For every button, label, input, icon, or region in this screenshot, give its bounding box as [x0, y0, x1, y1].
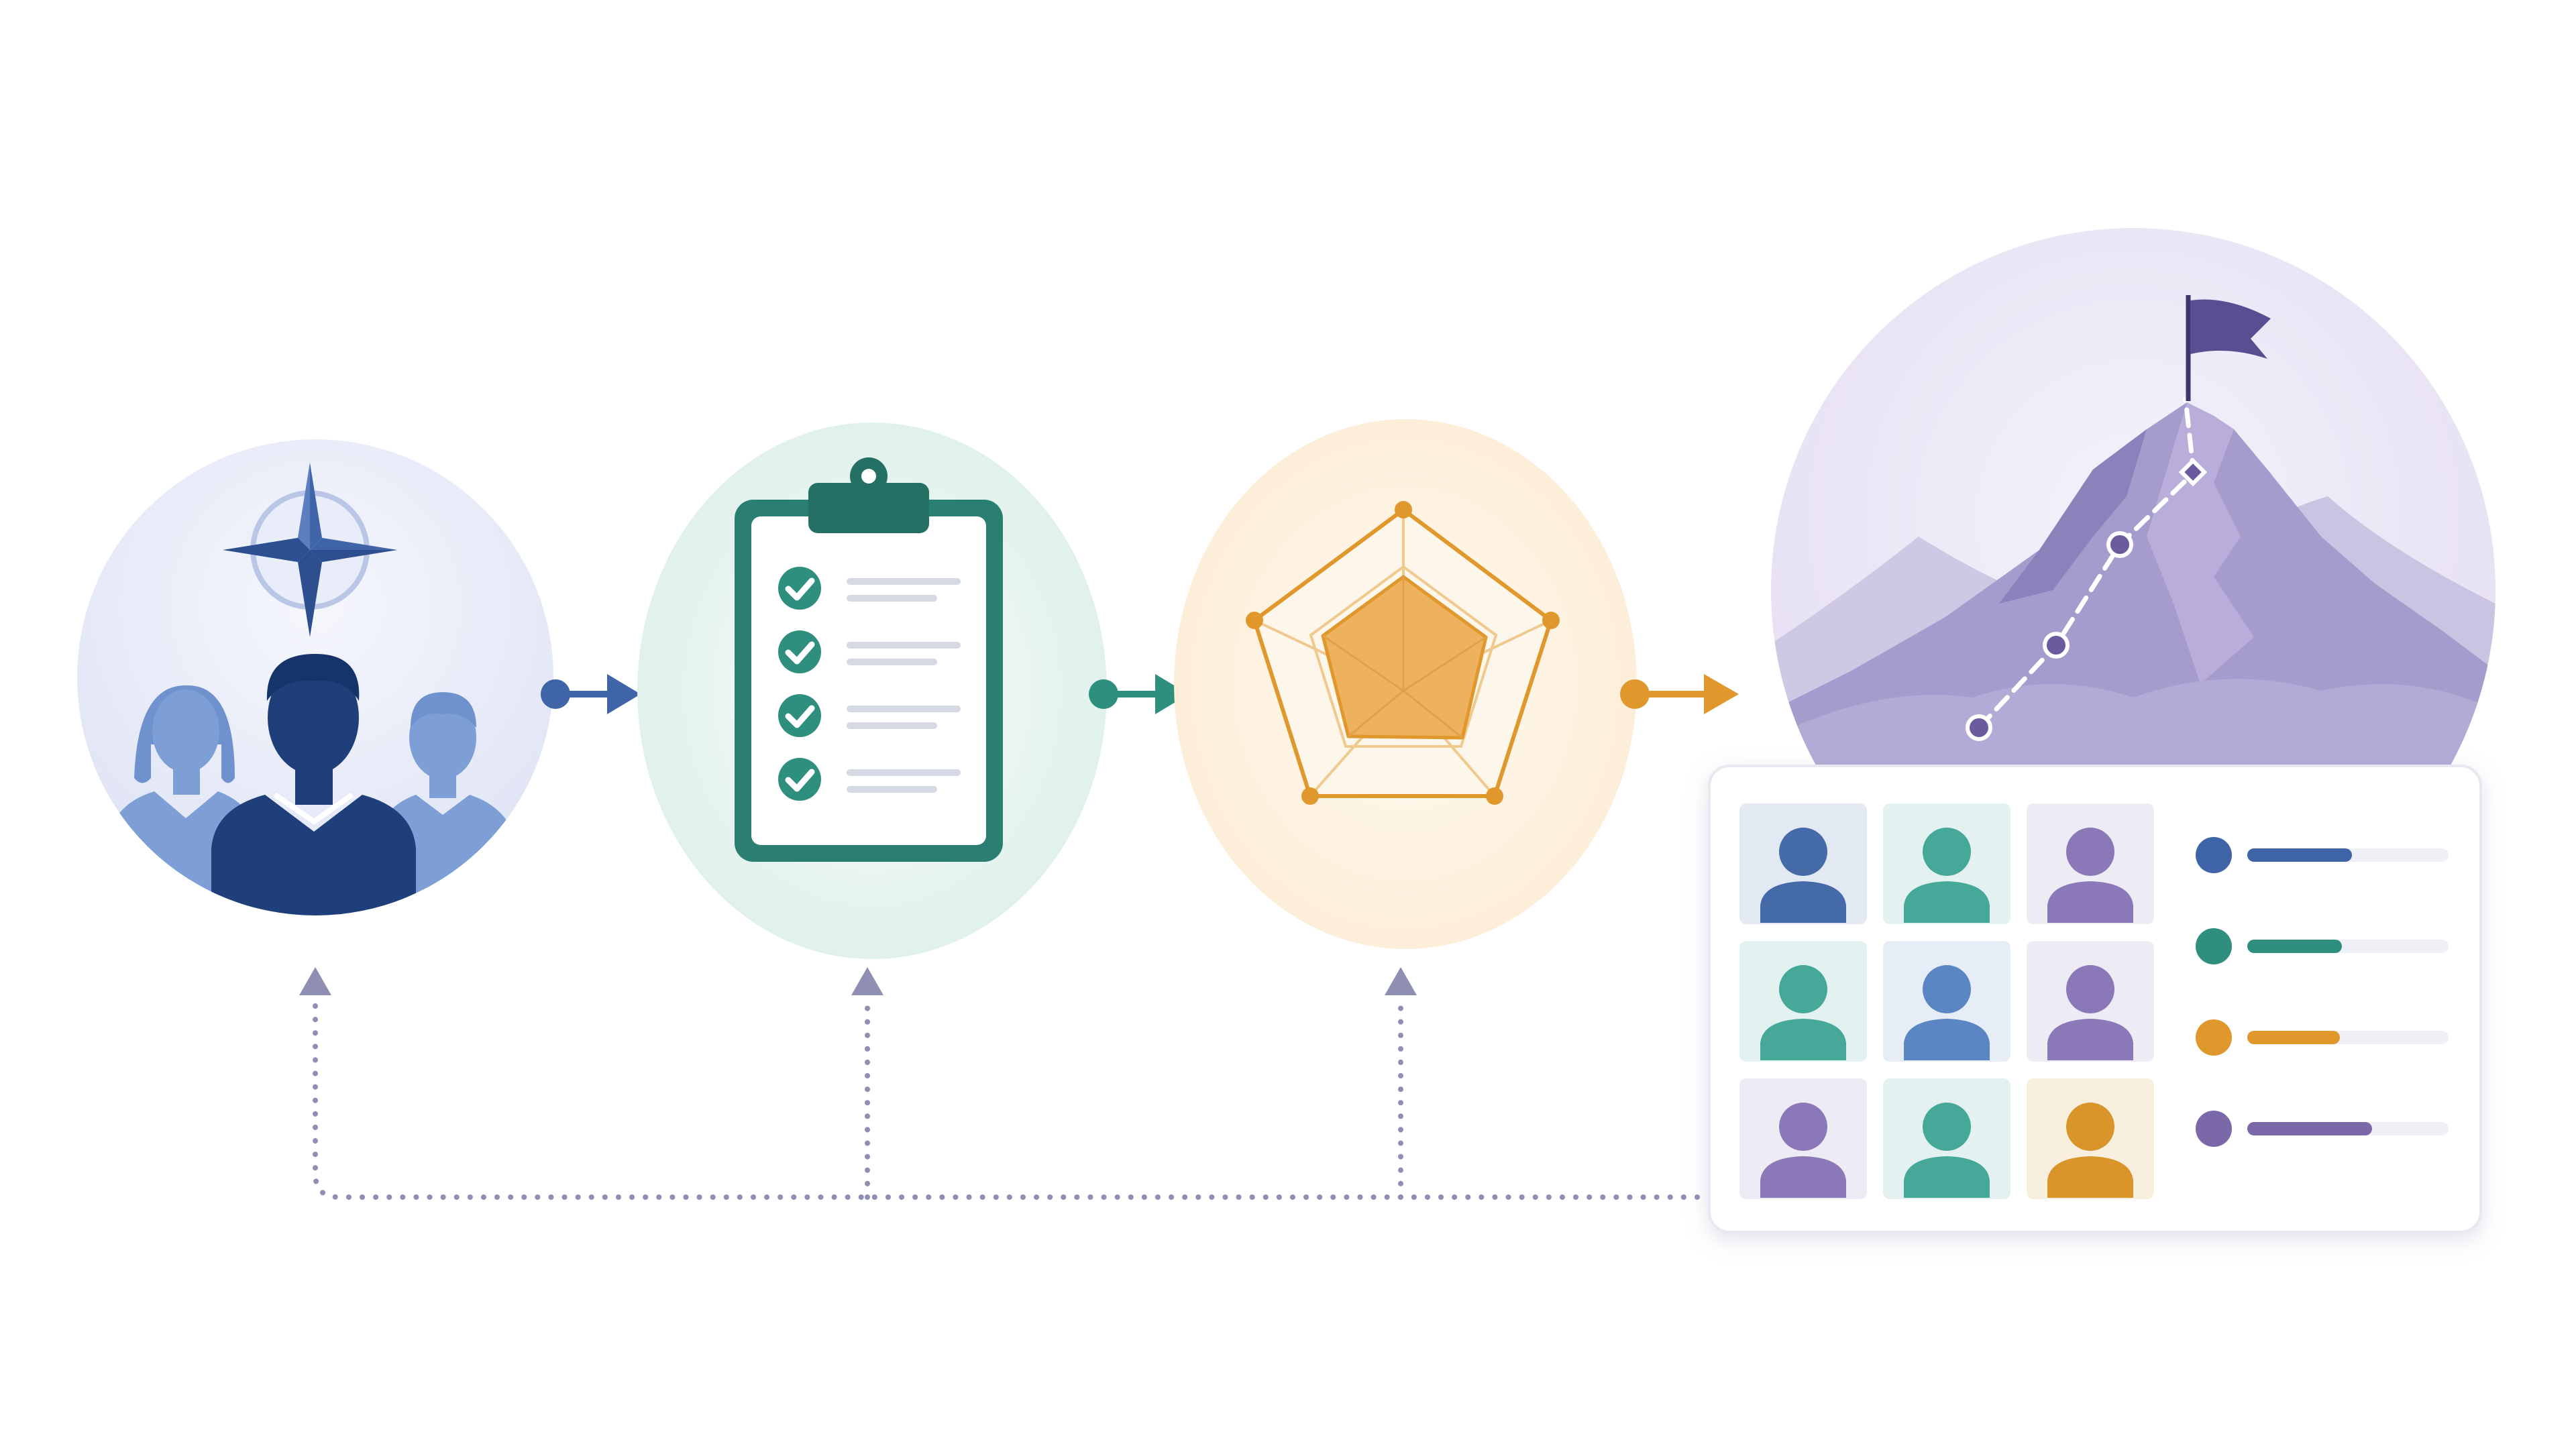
feedback-arrowheads: [299, 967, 1417, 995]
person-avatar-icon: [1760, 1103, 1846, 1198]
progress-row: [2196, 837, 2449, 873]
compass-star-icon: [223, 463, 397, 637]
progress-row: [2196, 1019, 2449, 1056]
person-avatar-icon: [1904, 828, 1990, 923]
person-avatar-icon: [2047, 828, 2133, 923]
team-member-tile: [2027, 1078, 2154, 1199]
checklist-item: [778, 758, 961, 801]
flow-arrow-3: [1620, 674, 1739, 714]
progress-row: [2196, 1111, 2449, 1147]
progress-fill: [2247, 940, 2342, 953]
progress-fill: [2247, 1122, 2372, 1135]
flag-icon: [2190, 299, 2271, 359]
team-member-tile: [1883, 941, 2010, 1062]
checklist-items: [778, 567, 961, 801]
person-avatar-icon: [1904, 1103, 1990, 1198]
clipboard-checklist-icon: [735, 457, 1003, 862]
checklist-item: [778, 630, 961, 673]
stage-1-team: [77, 439, 553, 915]
route-waypoint: [2178, 457, 2208, 487]
person-avatar-icon: [1760, 965, 1846, 1060]
flow-arrow-1: [541, 674, 641, 714]
progress-row: [2196, 928, 2449, 964]
stage-2-checklist: [637, 423, 1107, 959]
team-dashboard-card: [1708, 765, 2482, 1233]
progress-dot: [2196, 1019, 2232, 1056]
team-member-tile: [1739, 1078, 1867, 1199]
progress-fill: [2247, 1031, 2340, 1044]
checklist-item: [778, 567, 961, 610]
route-waypoint: [2043, 632, 2070, 659]
route-waypoint: [2106, 531, 2133, 558]
flow-arrow-2: [1089, 674, 1189, 714]
progress-dot: [2196, 1111, 2232, 1147]
progress-list: [2196, 837, 2449, 1147]
person-avatar-icon: [1904, 965, 1990, 1060]
progress-fill: [2247, 848, 2352, 862]
team-member-tile: [1739, 941, 1867, 1062]
progress-dot: [2196, 837, 2232, 873]
route-waypoint: [1966, 714, 1992, 741]
feedback-arrowhead-stage3: [1385, 967, 1417, 995]
team-member-tile: [2027, 941, 2154, 1062]
feedback-arrowhead-stage2: [851, 967, 883, 995]
team-member-tile: [1883, 803, 2010, 924]
person-avatar-icon: [1760, 828, 1846, 923]
team-member-tile: [1883, 1078, 2010, 1199]
feedback-line-main: [313, 1003, 1700, 1200]
stage-3-radar: [1174, 419, 1637, 949]
progress-dot: [2196, 928, 2232, 964]
team-member-tile: [1739, 803, 1867, 924]
checklist-item: [778, 694, 961, 737]
feedback-loop: [313, 1003, 1700, 1200]
team-member-tile: [2027, 803, 2154, 924]
person-avatar-icon: [2047, 965, 2133, 1060]
team-member-grid: [1739, 803, 2154, 1199]
person-avatar-icon: [2047, 1103, 2133, 1198]
feedback-arrowhead-stage1: [299, 967, 331, 995]
radar-chart-icon: [1246, 501, 1560, 805]
